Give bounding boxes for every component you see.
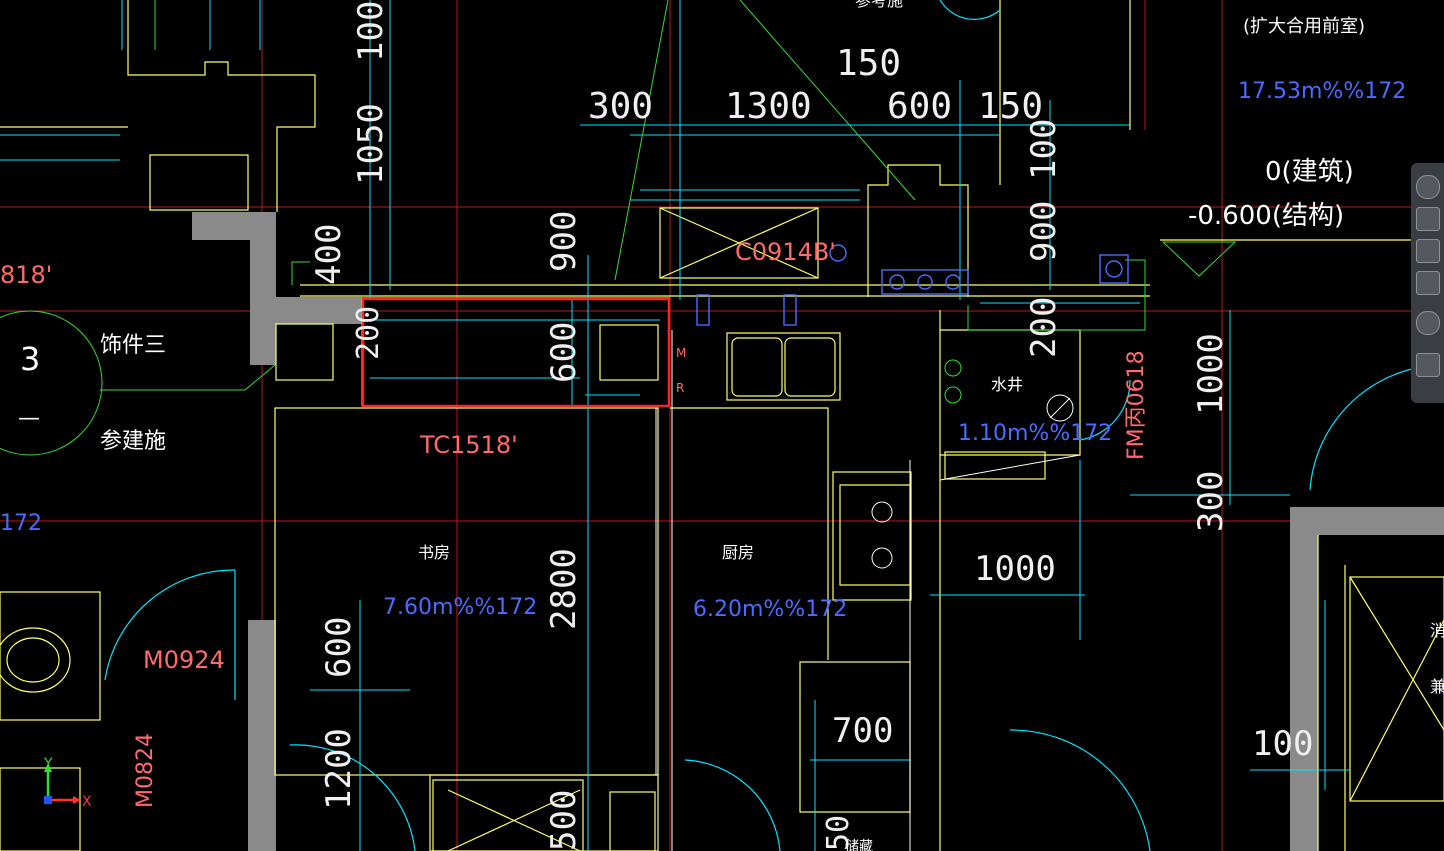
left-code-818: 818': [0, 261, 52, 289]
fire-label: 消: [1430, 621, 1444, 640]
fire-label-2: 兼: [1430, 677, 1444, 696]
door-fm: FM丙0618: [1124, 350, 1149, 460]
dim-200-b: 200: [1024, 297, 1064, 358]
view-3d-icon[interactable]: [1416, 207, 1440, 231]
white-lines: [655, 330, 1081, 851]
door-arcs: [104, 0, 1444, 851]
ucs-x-label: X: [82, 794, 92, 810]
circle-number: 3: [20, 340, 40, 378]
dim-50: 50: [821, 815, 856, 851]
dim-900-b: 900: [1024, 201, 1064, 262]
dim-900-a: 900: [544, 211, 584, 272]
dimension-texts: 300 1300 150 600 150 100 1050 400 900 20…: [309, 1, 1313, 851]
dim-1050: 1050: [351, 103, 391, 185]
top-right-area: 17.53m%%172: [1238, 79, 1406, 104]
dim-100-topleft: 100: [351, 1, 391, 62]
box-view-icon[interactable]: [1416, 239, 1440, 263]
dim-100-low: 100: [1252, 724, 1313, 764]
walls-fill: [192, 212, 1444, 851]
fixtures: [696, 244, 1129, 326]
kitchen-name: 厨房: [722, 543, 754, 562]
orbit-icon[interactable]: [1416, 175, 1440, 199]
study-area: 7.60m%%172: [383, 595, 537, 620]
elev-building: 0(建筑): [1265, 157, 1354, 187]
study-name: 书房: [418, 543, 450, 562]
refresh-icon[interactable]: [1416, 311, 1440, 335]
kitchen-area: 6.20m%%172: [693, 597, 847, 622]
door-m0824: M0824: [133, 733, 158, 808]
cube-icon[interactable]: [1416, 271, 1440, 295]
elev-structure: -0.600(结构): [1188, 201, 1344, 231]
dim-600-mid: 600: [544, 322, 584, 383]
dim-1300: 1300: [725, 86, 812, 127]
layers-icon[interactable]: [1416, 353, 1440, 377]
ucs-y-label: Y: [43, 756, 53, 772]
window-c0914b: C0914B': [735, 238, 836, 266]
dimension-lines: [0, 0, 1350, 851]
dim-150-right: 150: [978, 86, 1043, 127]
ornament-label: 饰件三: [100, 333, 166, 358]
dim-200-a: 200: [351, 306, 386, 360]
dim-300-right: 300: [1191, 471, 1231, 532]
top-right-label: (扩大合用前室): [1243, 16, 1365, 37]
dim-600-top: 600: [887, 86, 952, 127]
dim-2800: 2800: [544, 548, 584, 630]
dim-1000-mid: 1000: [974, 549, 1056, 589]
ucs-icon: Y X: [43, 756, 92, 810]
left-area: 172: [0, 511, 42, 536]
dim-500: 500: [544, 790, 584, 851]
green-lines: [0, 0, 1237, 456]
dim-1000-right: 1000: [1191, 333, 1231, 415]
dim-600-low: 600: [319, 617, 359, 678]
dim-700: 700: [832, 711, 893, 751]
dim-150-top: 150: [836, 43, 901, 84]
storage-label: 储藏: [845, 839, 873, 851]
rm-label-m: M: [676, 346, 686, 360]
ref-label: 参建施: [100, 429, 166, 454]
dim-100-right: 100: [1024, 119, 1064, 180]
navigation-toolbar: [1411, 163, 1444, 403]
door-m0924: M0924: [143, 646, 225, 674]
selection-highlight[interactable]: [361, 297, 671, 408]
circle-dash: —: [18, 406, 40, 431]
top-clip-label: 参考施: [855, 0, 903, 10]
dim-400: 400: [309, 224, 349, 285]
shaft-area: 1.10m%%172: [958, 421, 1112, 446]
dim-300-top: 300: [588, 86, 653, 127]
stove: [871, 501, 893, 569]
window-tc1518: TC1518': [419, 431, 518, 459]
dim-1200: 1200: [319, 728, 359, 810]
shaft-name: 水井: [991, 375, 1023, 394]
rm-label-r: R: [676, 381, 684, 395]
